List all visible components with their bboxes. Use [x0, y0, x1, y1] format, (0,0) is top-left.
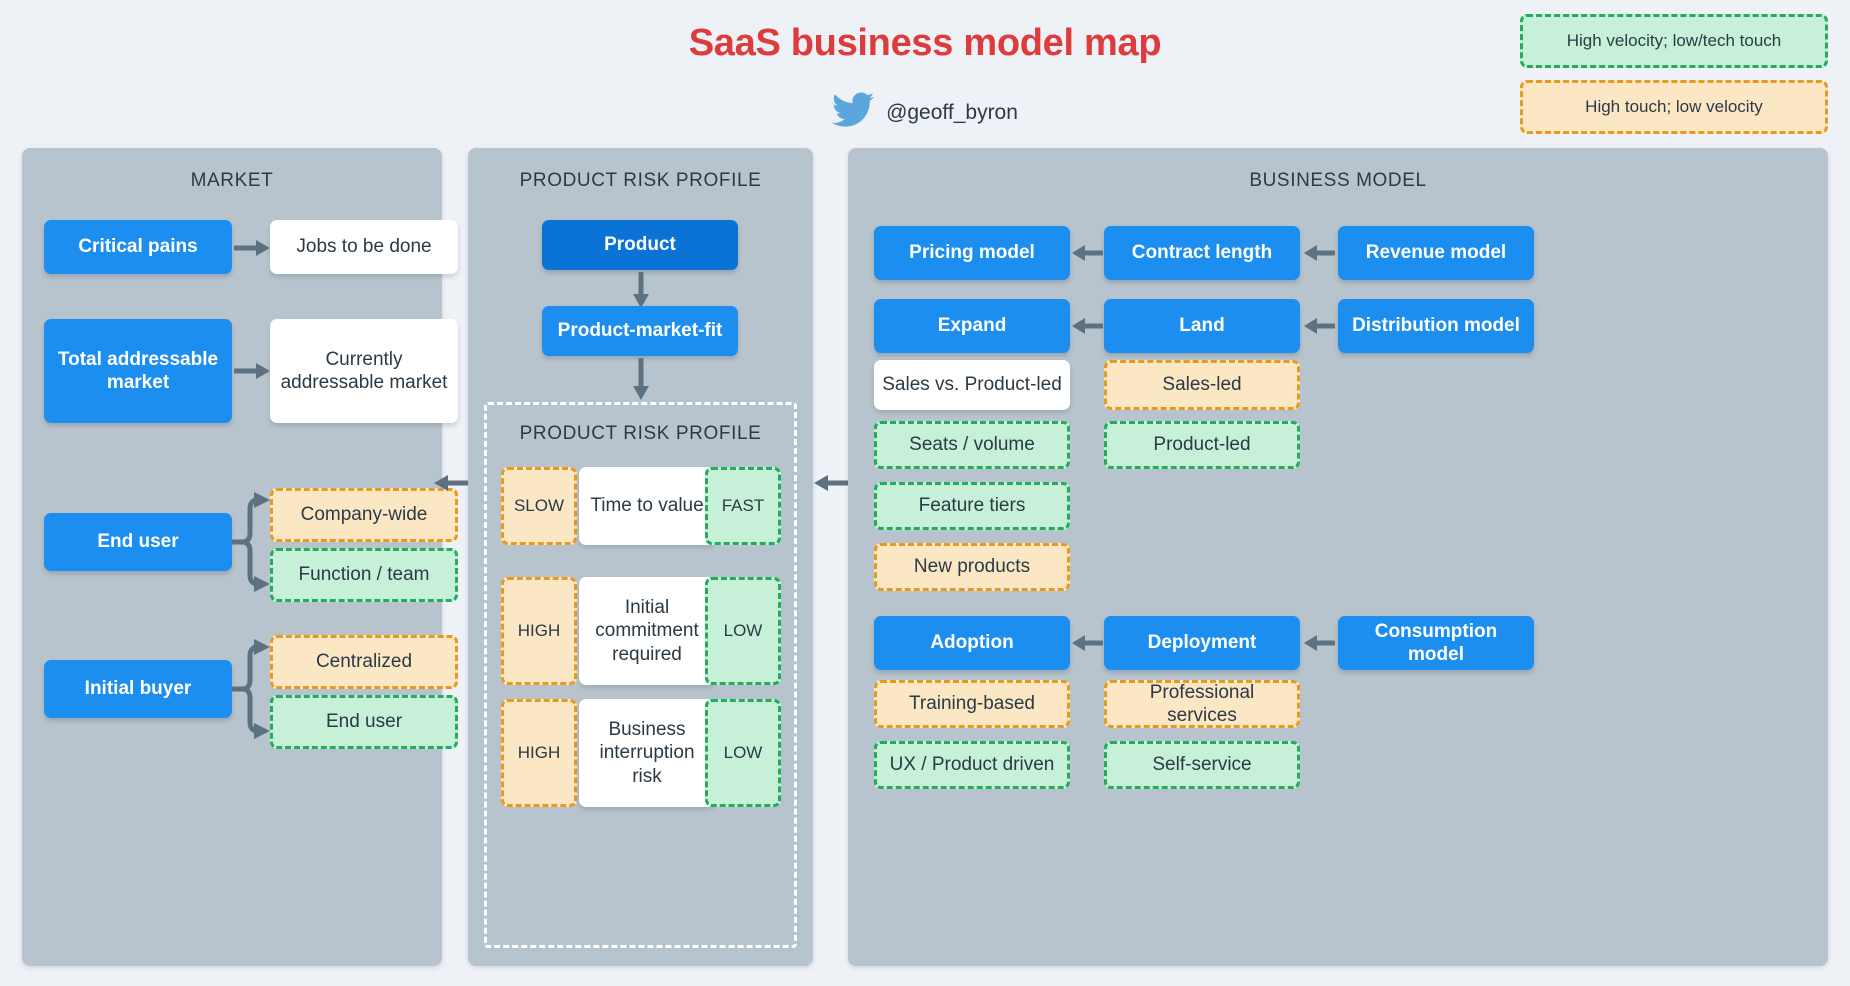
node-end-user-branch[interactable]: End user — [270, 695, 458, 749]
node-product[interactable]: Product — [542, 220, 738, 270]
brace-initial-buyer-split — [232, 639, 270, 739]
node-self-service[interactable]: Self-service — [1104, 741, 1300, 789]
product-risk-panel-title: PRODUCT RISK PROFILE — [519, 170, 762, 191]
node-function-team[interactable]: Function / team — [270, 548, 458, 602]
market-panel: MARKET Critical pains Jobs to be done To… — [22, 148, 458, 966]
product-risk-profile-group: PRODUCT RISK PROFILE SLOW Time to value … — [484, 402, 797, 948]
risk-row-3-left[interactable]: HIGH — [501, 699, 577, 807]
market-panel-title: MARKET — [190, 170, 274, 191]
arrow-product-to-pmf — [633, 272, 649, 308]
risk-row-2-left[interactable]: HIGH — [501, 577, 577, 685]
arrow-revenue-to-contract — [1304, 245, 1335, 261]
page-header: SaaS business model map @geoff_byron Hig… — [0, 0, 1850, 150]
legend-item-high-touch: High touch; low velocity — [1520, 80, 1828, 134]
node-seats-volume[interactable]: Seats / volume — [874, 421, 1070, 469]
node-critical-pains[interactable]: Critical pains — [44, 220, 232, 274]
node-training-based[interactable]: Training-based — [874, 680, 1070, 728]
risk-row-1-left[interactable]: SLOW — [501, 467, 577, 545]
node-feature-tiers[interactable]: Feature tiers — [874, 482, 1070, 530]
legend-label-high-velocity: High velocity; low/tech touch — [1566, 31, 1782, 50]
twitter-bird-icon — [832, 92, 875, 133]
node-land[interactable]: Land — [1104, 299, 1300, 353]
risk-row-2-right[interactable]: LOW — [705, 577, 781, 685]
node-end-user[interactable]: End user — [44, 513, 232, 571]
arrow-tam-to-cam — [234, 363, 270, 379]
legend-label-high-touch: High touch; low velocity — [1585, 97, 1763, 116]
node-jobs-to-be-done[interactable]: Jobs to be done — [270, 220, 458, 274]
risk-row-3-center[interactable]: Business interruption risk — [579, 699, 715, 807]
product-risk-panel: PRODUCT RISK PROFILE Product Product-mar… — [468, 148, 813, 966]
node-distribution-model[interactable]: Distribution model — [1338, 299, 1534, 353]
node-pricing-model[interactable]: Pricing model — [874, 226, 1070, 280]
brace-end-user-split — [232, 492, 270, 592]
twitter-handle-text: @geoff_byron — [886, 100, 1018, 124]
node-new-products[interactable]: New products — [874, 543, 1070, 591]
node-total-addressable-market[interactable]: Total addressable market — [44, 319, 232, 423]
node-consumption-model[interactable]: Consumption model — [1338, 616, 1534, 670]
node-sales-led[interactable]: Sales-led — [1104, 360, 1300, 410]
risk-row-1-center[interactable]: Time to value — [579, 467, 715, 545]
arrow-business-to-risk — [814, 475, 850, 491]
node-professional-services[interactable]: Professional services — [1104, 680, 1300, 728]
business-model-panel-title: BUSINESS MODEL — [1249, 170, 1427, 191]
node-currently-addressable-market[interactable]: Currently addressable market — [270, 319, 458, 423]
arrow-pmf-to-risk-group — [633, 358, 649, 400]
node-product-market-fit[interactable]: Product-market-fit — [542, 306, 738, 356]
arrow-risk-to-market — [434, 475, 470, 491]
node-ux-product-driven[interactable]: UX / Product driven — [874, 741, 1070, 789]
node-deployment[interactable]: Deployment — [1104, 616, 1300, 670]
arrow-deployment-to-adoption — [1072, 635, 1103, 651]
arrow-land-to-expand — [1072, 318, 1103, 334]
node-company-wide[interactable]: Company-wide — [270, 488, 458, 542]
legend: High velocity; low/tech touch High touch… — [1520, 14, 1828, 146]
arrow-consumption-to-deployment — [1304, 635, 1335, 651]
node-centralized[interactable]: Centralized — [270, 635, 458, 689]
business-model-panel: BUSINESS MODEL Pricing model Contract le… — [848, 148, 1828, 966]
risk-row-1-right[interactable]: FAST — [705, 467, 781, 545]
node-product-led[interactable]: Product-led — [1104, 421, 1300, 469]
risk-row-3-right[interactable]: LOW — [705, 699, 781, 807]
node-sales-vs-product-led[interactable]: Sales vs. Product-led — [874, 360, 1070, 410]
page-title: SaaS business model map — [688, 22, 1162, 64]
node-adoption[interactable]: Adoption — [874, 616, 1070, 670]
product-risk-profile-group-title: PRODUCT RISK PROFILE — [519, 423, 762, 444]
node-revenue-model[interactable]: Revenue model — [1338, 226, 1534, 280]
legend-item-high-velocity: High velocity; low/tech touch — [1520, 14, 1828, 68]
twitter-handle-row: @geoff_byron — [0, 92, 1850, 133]
node-contract-length[interactable]: Contract length — [1104, 226, 1300, 280]
node-initial-buyer[interactable]: Initial buyer — [44, 660, 232, 718]
arrow-contract-to-pricing — [1072, 245, 1103, 261]
node-expand[interactable]: Expand — [874, 299, 1070, 353]
arrow-distribution-to-land — [1304, 318, 1335, 334]
risk-row-2-center[interactable]: Initial commitment required — [579, 577, 715, 685]
arrow-critical-pains-to-jobs — [234, 240, 270, 256]
